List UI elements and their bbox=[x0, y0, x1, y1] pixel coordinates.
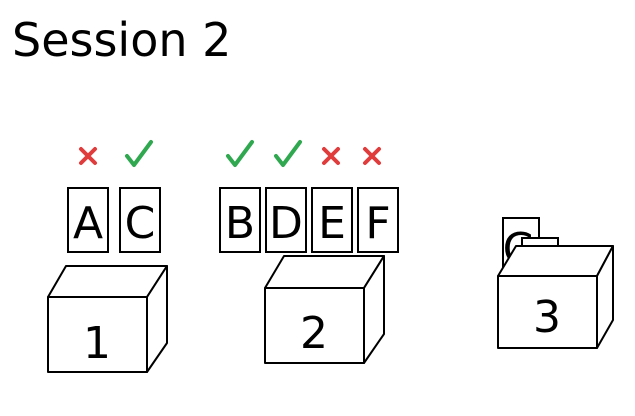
card-c: C bbox=[119, 187, 161, 253]
box-1-label: 1 bbox=[83, 318, 111, 369]
svg-text:A: A bbox=[73, 198, 103, 249]
svg-text:B: B bbox=[225, 198, 255, 249]
box-2: 2 bbox=[264, 255, 385, 364]
card-f: F bbox=[357, 187, 399, 253]
svg-text:C: C bbox=[125, 198, 156, 249]
card-b: B bbox=[219, 187, 261, 253]
box-1-group: A C 1 bbox=[47, 140, 168, 373]
svg-text:E: E bbox=[318, 198, 346, 249]
box-3-label: 3 bbox=[533, 292, 561, 343]
card-d: D bbox=[265, 187, 307, 253]
box-2-group: B D E F 2 bbox=[219, 140, 399, 364]
card-a: A bbox=[67, 187, 109, 253]
box-3: 3 bbox=[497, 245, 614, 349]
box-3-group: C H 3 bbox=[497, 217, 614, 349]
card-e: E bbox=[311, 187, 353, 253]
wrong-icon bbox=[363, 147, 381, 165]
wrong-icon bbox=[322, 147, 340, 165]
svg-text:F: F bbox=[365, 198, 390, 249]
wrong-icon bbox=[79, 147, 97, 165]
box-2-label: 2 bbox=[300, 308, 328, 359]
check-icon bbox=[226, 140, 254, 167]
svg-text:D: D bbox=[269, 198, 303, 249]
page-title: Session 2 bbox=[12, 13, 231, 67]
box-1: 1 bbox=[47, 265, 168, 373]
check-icon bbox=[125, 140, 153, 167]
check-icon bbox=[274, 140, 302, 167]
